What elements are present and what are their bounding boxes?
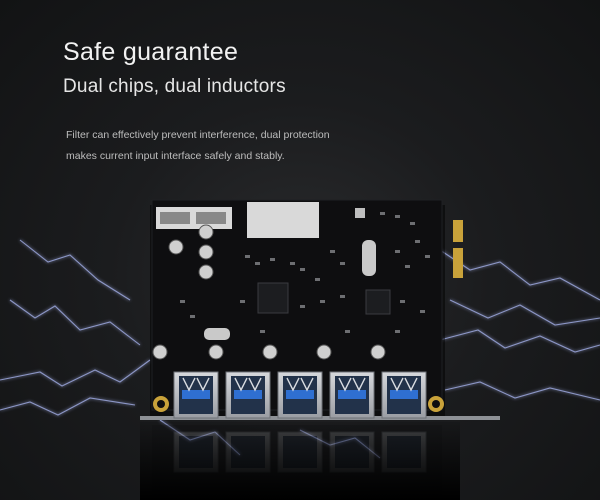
reflection-fade <box>140 422 460 500</box>
usb-port-spring <box>182 377 210 392</box>
power-connector <box>247 202 319 238</box>
description-line: Filter can effectively prevent interfere… <box>66 129 330 141</box>
usb-port <box>381 371 427 419</box>
page-subtitle: Dual chips, dual inductors <box>63 76 286 97</box>
usb-port-tongue <box>338 390 366 399</box>
usb-port <box>173 371 219 419</box>
power-connector-slot <box>196 212 226 224</box>
page-title: Safe guarantee <box>63 38 239 66</box>
crystal-oscillator <box>204 328 230 340</box>
capacitor <box>355 208 365 218</box>
usb-port-row <box>173 371 427 419</box>
usb-controller-chip <box>365 289 391 315</box>
gold-contacts <box>453 220 463 278</box>
usb-port-tongue <box>182 390 210 399</box>
usb-port-spring <box>390 377 418 392</box>
smd-components <box>180 212 430 333</box>
usb-port-tongue <box>234 390 262 399</box>
pcie-usb-card <box>140 199 500 420</box>
crystal-oscillator <box>362 240 376 276</box>
usb-port-tongue <box>390 390 418 399</box>
description-line: makes current input interface safely and… <box>66 150 285 162</box>
usb-port <box>277 371 323 419</box>
mounting-hole <box>157 400 165 408</box>
usb-port-spring <box>286 377 314 392</box>
mounting-hole <box>432 400 440 408</box>
inductors <box>152 224 386 360</box>
usb-port-spring <box>338 377 366 392</box>
description-text: Filter can effectively prevent interfere… <box>66 125 366 167</box>
usb-port <box>329 371 375 419</box>
usb-port-spring <box>234 377 262 392</box>
usb-port <box>225 371 271 419</box>
usb-controller-chip <box>257 282 289 314</box>
usb-port-tongue <box>286 390 314 399</box>
power-connector-slot <box>160 212 190 224</box>
